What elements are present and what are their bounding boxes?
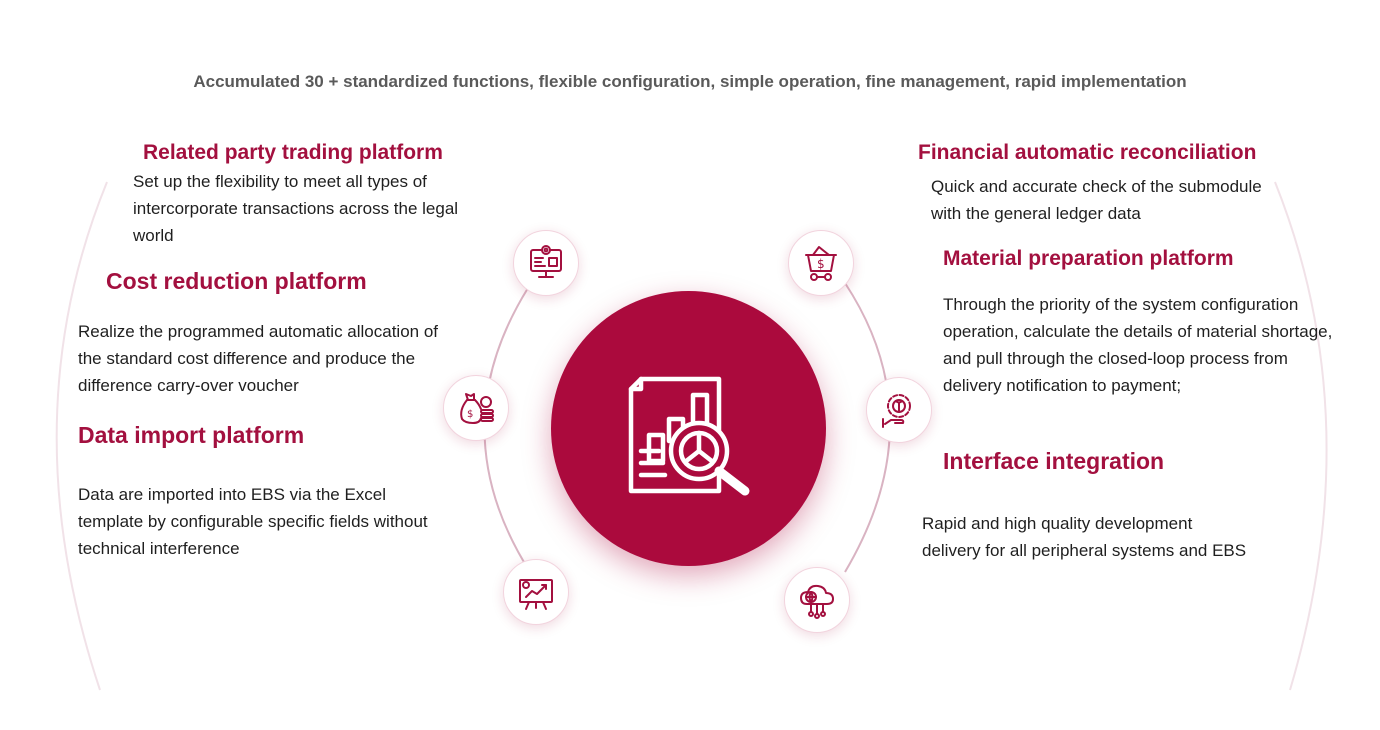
central-hub — [551, 291, 826, 566]
outer-right-arc — [1274, 181, 1328, 691]
svg-text:$: $ — [817, 257, 825, 271]
financial-reconciliation-node: $ — [788, 230, 854, 296]
cloud-network-icon — [800, 584, 834, 619]
data-import-node — [503, 559, 569, 625]
svg-text:$: $ — [467, 409, 473, 420]
interface-integration-description: Rapid and high quality development deliv… — [922, 514, 1247, 560]
money-bag-coins-icon: $ — [460, 393, 494, 424]
shopping-basket-dollar-icon: $ — [805, 246, 837, 281]
related-party-description: Set up the flexibility to meet all types… — [133, 172, 459, 245]
material-preparation-title: Material preparation platform — [943, 247, 1234, 270]
data-import-title: Data import platform — [78, 422, 305, 448]
cost-reduction-node: $ — [443, 375, 509, 441]
document-magnifier-chart-icon — [628, 376, 749, 495]
presentation-board-icon — [519, 579, 553, 610]
outer-left-arc — [55, 181, 108, 691]
financial-reconciliation-description: Quick and accurate check of the submodul… — [931, 177, 1262, 223]
page-headline: Accumulated 30 + standardized functions,… — [193, 72, 1187, 91]
data-import-description: Data are imported into EBS via the Excel… — [78, 485, 428, 558]
cost-reduction-title: Cost reduction platform — [106, 268, 367, 294]
related-party-node — [513, 230, 579, 296]
material-preparation-node — [866, 377, 932, 443]
related-party-title: Related party trading platform — [143, 141, 443, 164]
material-preparation-description: Through the priority of the system confi… — [943, 295, 1333, 395]
monitor-settings-icon — [530, 245, 562, 278]
interface-integration-node — [784, 567, 850, 633]
interface-integration-title: Interface integration — [943, 448, 1165, 474]
gear-wrench-hand-icon — [882, 394, 911, 428]
cost-reduction-description: Realize the programmed automatic allocat… — [78, 322, 439, 395]
financial-reconciliation-title: Financial automatic reconciliation — [918, 141, 1257, 164]
